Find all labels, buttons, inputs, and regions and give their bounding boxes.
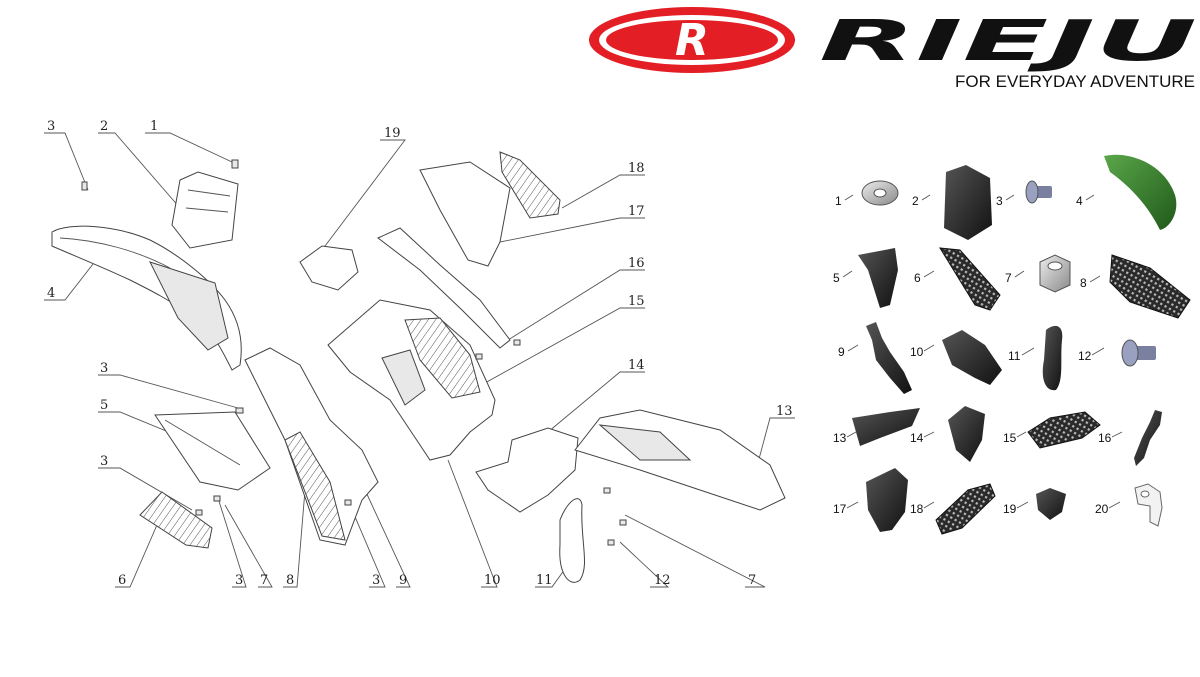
callout: 3 — [100, 454, 108, 469]
logo-letter: R — [675, 15, 709, 66]
legend-number: 1 — [835, 194, 842, 208]
legend-item-16[interactable]: 16 — [1098, 410, 1162, 466]
legend-item-17[interactable]: 17 — [833, 468, 908, 532]
callout: 18 — [628, 161, 645, 176]
callout: 3 — [47, 119, 55, 134]
callout: 17 — [628, 204, 645, 219]
rear-fender-drawing — [574, 409, 786, 511]
legend-number: 13 — [833, 431, 847, 445]
legend-item-3[interactable]: 3 — [996, 180, 1052, 208]
legend-number: 17 — [833, 502, 847, 516]
legend-item-4[interactable]: 4 — [1076, 154, 1177, 230]
legend-item-11[interactable]: 11 — [1008, 325, 1063, 391]
legend-item-12[interactable]: 12 — [1078, 339, 1156, 367]
legend-number: 20 — [1095, 502, 1109, 516]
legend-item-1[interactable]: 1 — [835, 180, 899, 208]
callout: 19 — [384, 126, 401, 141]
trim-strip-drawing — [377, 227, 511, 349]
legend-number: 9 — [838, 345, 845, 359]
legend-number: 7 — [1005, 271, 1012, 285]
parts-legend: 1 2 3 4 5 6 — [833, 154, 1191, 535]
callout: 7 — [748, 573, 756, 588]
hardware-drawing — [195, 339, 627, 546]
leader-lines — [44, 132, 795, 588]
legend-number: 16 — [1098, 431, 1112, 445]
legend-number: 11 — [1008, 349, 1021, 363]
brand-logo: R — [589, 7, 795, 73]
callout: 1 — [150, 119, 158, 134]
exploded-view: 3 2 1 19 18 17 16 15 4 3 5 3 6 3 7 8 3 9… — [44, 119, 795, 588]
legend-item-2[interactable]: 2 — [912, 165, 992, 240]
skid-cover-drawing — [327, 299, 496, 461]
shroud-mesh-drawing — [139, 491, 213, 549]
legend-number: 10 — [910, 345, 924, 359]
front-fender-drawing — [51, 225, 242, 371]
callout-labels: 3 2 1 19 18 17 16 15 4 3 5 3 6 3 7 8 3 9… — [47, 119, 793, 588]
legend-item-18[interactable]: 18 — [910, 483, 996, 535]
legend-number: 8 — [1080, 276, 1087, 290]
clip-bracket-drawing — [299, 245, 359, 291]
legend-number: 14 — [910, 431, 924, 445]
legend-number: 5 — [833, 271, 840, 285]
callout: 14 — [628, 358, 645, 373]
fork-guard-drawing — [559, 498, 586, 583]
legend-item-5[interactable]: 5 — [833, 248, 898, 308]
brand-name: RIEJU — [819, 9, 1197, 74]
callout: 4 — [47, 286, 55, 301]
legend-number: 15 — [1003, 431, 1017, 445]
callout: 3 — [372, 573, 380, 588]
side-grille-drawing — [244, 347, 379, 546]
legend-number: 12 — [1078, 349, 1092, 363]
legend-number: 18 — [910, 502, 924, 516]
number-plate-side-drawing — [419, 161, 511, 267]
legend-item-13[interactable]: 13 — [833, 408, 920, 446]
callout: 5 — [100, 398, 108, 413]
callout: 15 — [628, 294, 645, 309]
callout: 3 — [235, 573, 243, 588]
callout: 3 — [100, 361, 108, 376]
callout: 11 — [536, 573, 553, 588]
legend-item-9[interactable]: 9 — [838, 322, 912, 394]
callout: 16 — [628, 256, 645, 271]
legend-item-6[interactable]: 6 — [914, 247, 1001, 311]
legend-number: 2 — [912, 194, 919, 208]
brand-header: R RIEJU FOR EVERYDAY ADVENTURE — [589, 7, 1197, 91]
fuel-tank-cover-drawing — [81, 159, 239, 249]
mudguard-support-drawing — [475, 427, 579, 513]
legend-number: 3 — [996, 194, 1003, 208]
legend-item-7[interactable]: 7 — [1005, 254, 1071, 293]
legend-item-19[interactable]: 19 — [1003, 488, 1066, 520]
callout: 10 — [484, 573, 501, 588]
legend-item-10[interactable]: 10 — [910, 330, 1002, 385]
legend-number: 19 — [1003, 502, 1017, 516]
callout: 8 — [286, 573, 294, 588]
callout: 12 — [654, 573, 671, 588]
callout: 7 — [260, 573, 268, 588]
radiator-shroud-drawing — [154, 411, 271, 491]
legend-item-14[interactable]: 14 — [910, 406, 985, 462]
callout: 13 — [776, 404, 793, 419]
legend-number: 4 — [1076, 194, 1083, 208]
callout: 6 — [118, 573, 126, 588]
legend-number: 6 — [914, 271, 921, 285]
legend-item-20[interactable]: 20 — [1095, 483, 1163, 527]
legend-item-8[interactable]: 8 — [1080, 254, 1191, 319]
legend-item-15[interactable]: 15 — [1003, 411, 1101, 449]
brand-tagline: FOR EVERYDAY ADVENTURE — [955, 72, 1195, 91]
side-mesh-drawing — [499, 151, 561, 219]
callout: 2 — [100, 119, 108, 134]
callout: 9 — [399, 573, 407, 588]
